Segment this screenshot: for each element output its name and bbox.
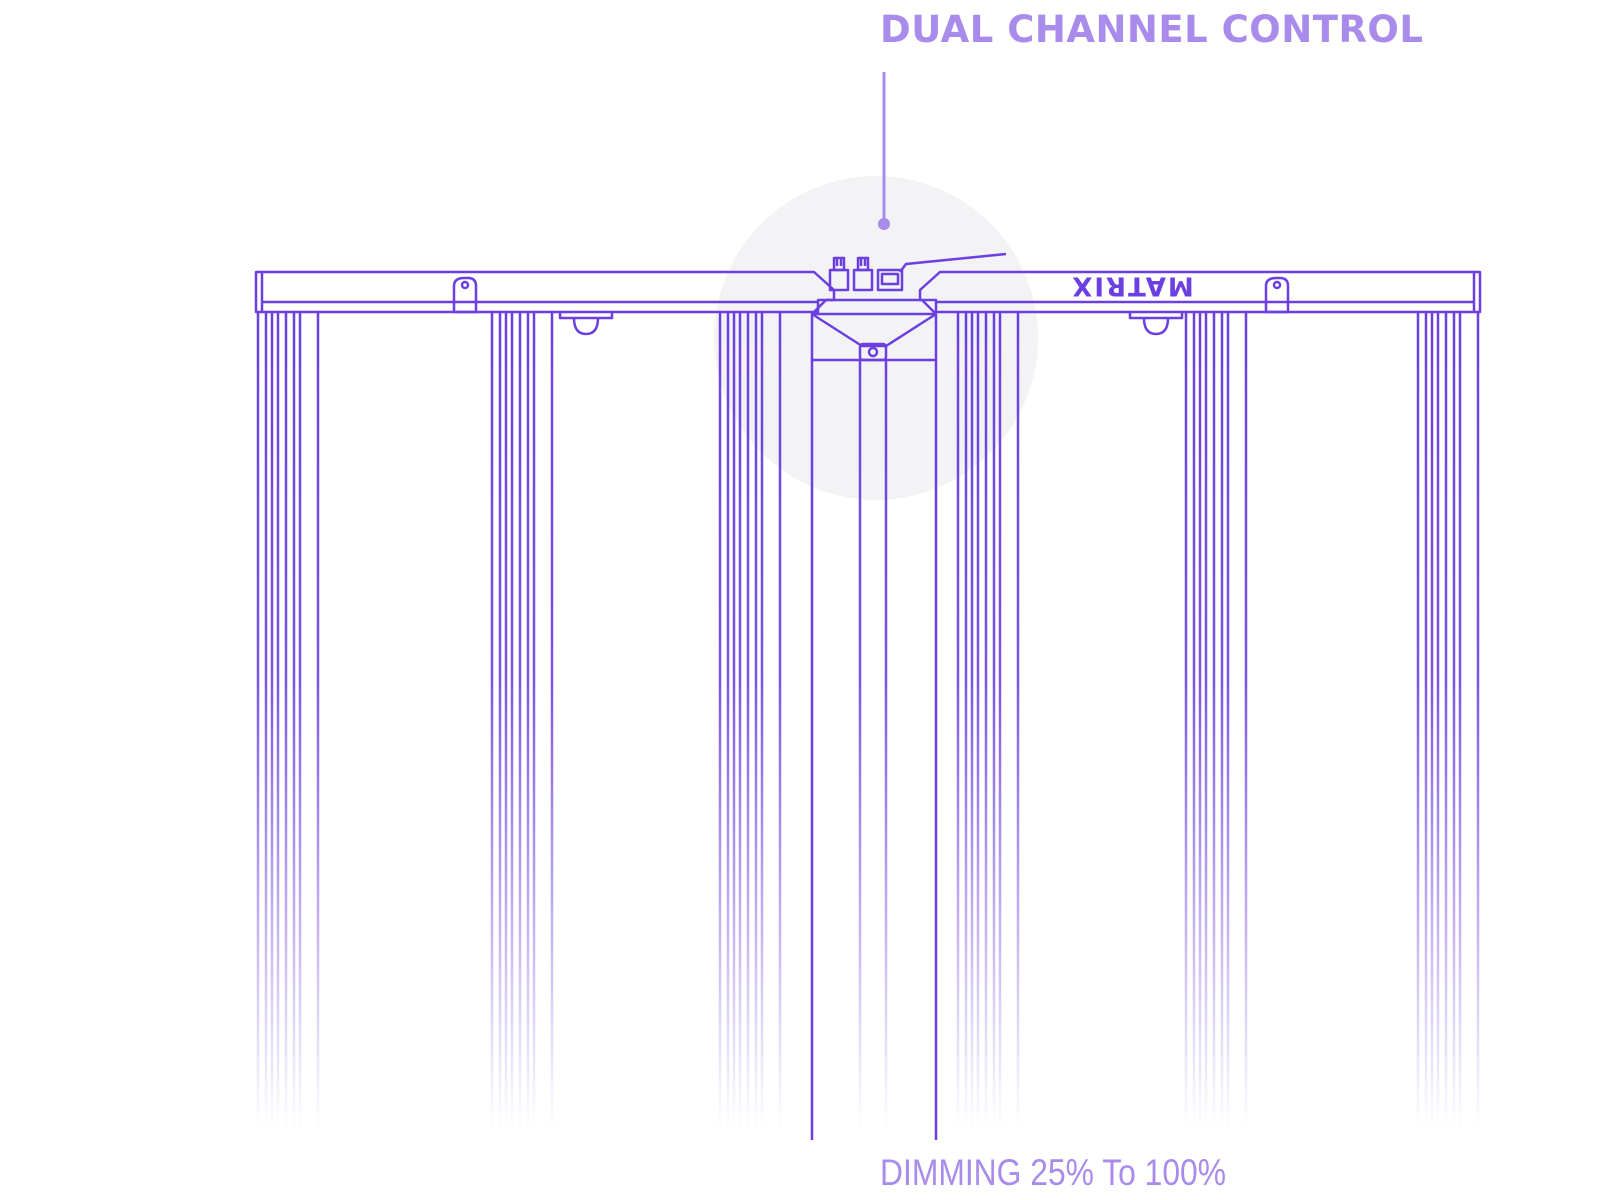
- hanging-clip-right-hole: [1272, 280, 1282, 290]
- power-cable: [899, 252, 1007, 273]
- connector-channel-1-plug-icon: [832, 256, 846, 272]
- hanging-clip-left-hole: [460, 280, 470, 290]
- right-frame-rail: [918, 270, 1482, 314]
- callout-dot: [878, 218, 890, 230]
- power-port-socket-icon: [880, 272, 900, 286]
- driver-housing-chevron: [811, 312, 937, 348]
- light-bars: [256, 312, 1480, 1140]
- driver-sensor-icon: [867, 346, 879, 358]
- rail-hook-right-base: [1128, 312, 1184, 320]
- callout-title: DUAL CHANNEL CONTROL: [880, 8, 1424, 51]
- rail-hook-left: [572, 317, 600, 336]
- brand-logo-text: MATRIX: [1070, 271, 1193, 301]
- hanging-clip-right: [1264, 276, 1290, 314]
- rail-hook-left-base: [558, 312, 614, 320]
- power-port-body: [876, 268, 904, 292]
- hanging-clip-left: [452, 276, 478, 314]
- rail-hook-right: [1142, 317, 1170, 336]
- dimming-caption: DIMMING 25% To 100%: [880, 1152, 1227, 1193]
- connector-channel-2-plug-icon: [856, 256, 870, 272]
